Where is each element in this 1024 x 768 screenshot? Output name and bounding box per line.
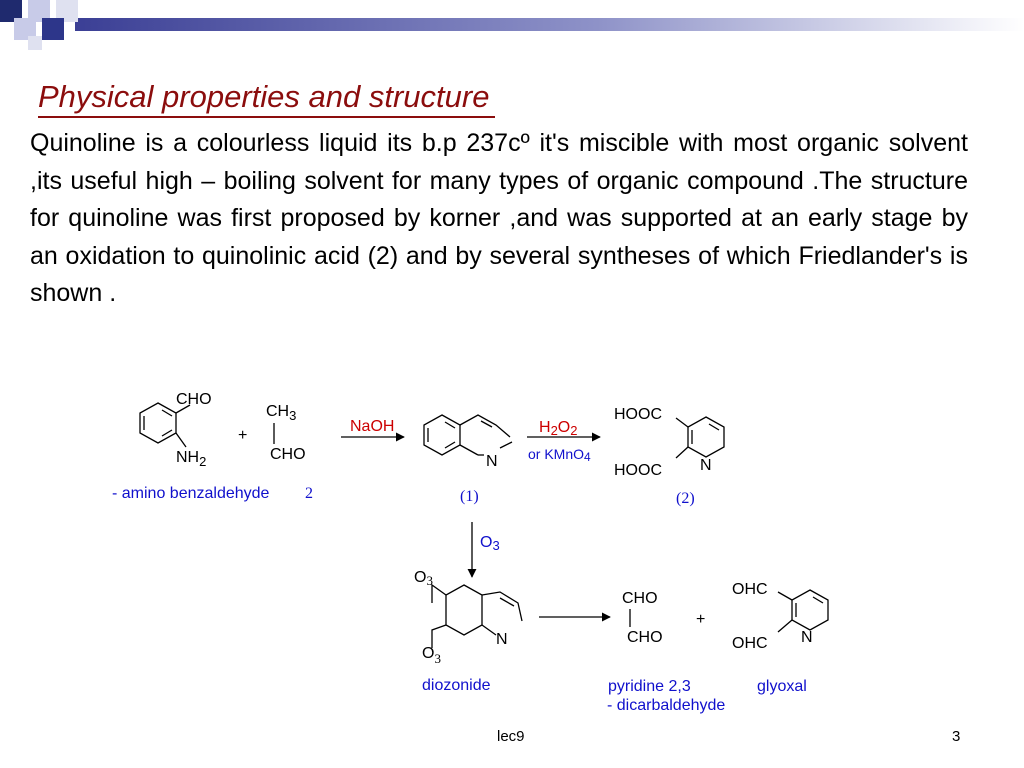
plus-sign: + <box>238 427 247 444</box>
glyoxal-label: glyoxal <box>757 678 807 695</box>
aminobenzaldehyde-structure <box>139 402 191 448</box>
n-atom: N <box>801 629 813 646</box>
quinolinic-acid-label: (2) <box>676 490 695 507</box>
deco-square <box>56 0 78 22</box>
ohc-label: OHC <box>732 581 768 598</box>
naoh-reagent: NaOH <box>350 418 394 435</box>
cho-label: CHO <box>176 391 212 408</box>
n-atom: N <box>486 453 498 470</box>
quinolinic-acid-structure <box>675 416 725 459</box>
body-paragraph: Quinoline is a colourless liquid its b.p… <box>30 129 968 307</box>
quinoline-label: (1) <box>460 488 479 505</box>
n-atom: N <box>496 631 508 648</box>
n-atom: N <box>700 457 712 474</box>
diozonide-structure <box>431 583 523 648</box>
pyridine-label: pyridine 2,3 <box>608 678 691 695</box>
amino-benzaldehyde-number: 2 <box>305 485 313 502</box>
pyridine-label: - dicarbaldehyde <box>607 697 725 714</box>
cho-label: CHO <box>622 590 658 607</box>
kmno4-reagent: or KMnO4 <box>528 446 591 464</box>
deco-square <box>42 18 64 40</box>
o3-group: O3 <box>414 569 433 588</box>
h2o2-reagent: H2O2 <box>539 419 577 438</box>
deco-square <box>28 36 42 50</box>
diozonide-label: diozonide <box>422 677 491 694</box>
slide-title: Physical properties and structure <box>38 78 496 118</box>
footer-text: lec9 <box>497 728 525 745</box>
slide-number: 3 <box>952 728 961 745</box>
nh2-label: NH2 <box>176 449 206 469</box>
hooc-label: HOOC <box>614 462 662 479</box>
plus-sign: + <box>696 611 705 628</box>
corner-decoration <box>0 0 1024 50</box>
cho-label: CHO <box>627 629 663 646</box>
deco-square <box>0 0 22 22</box>
amino-benzaldehyde-label: - amino benzaldehyde <box>112 485 270 502</box>
cho-label: CHO <box>270 446 306 463</box>
hooc-label: HOOC <box>614 406 662 423</box>
ohc-label: OHC <box>732 635 768 652</box>
deco-square <box>28 0 50 22</box>
header-band <box>75 18 1024 31</box>
quinoline-structure <box>423 414 513 456</box>
deco-square <box>14 18 36 40</box>
o3-reagent: O3 <box>480 534 500 553</box>
pyridine-dicarbaldehyde-structure <box>777 589 829 633</box>
o3-group: O3 <box>422 645 441 666</box>
ch3-label: CH3 <box>266 403 296 423</box>
